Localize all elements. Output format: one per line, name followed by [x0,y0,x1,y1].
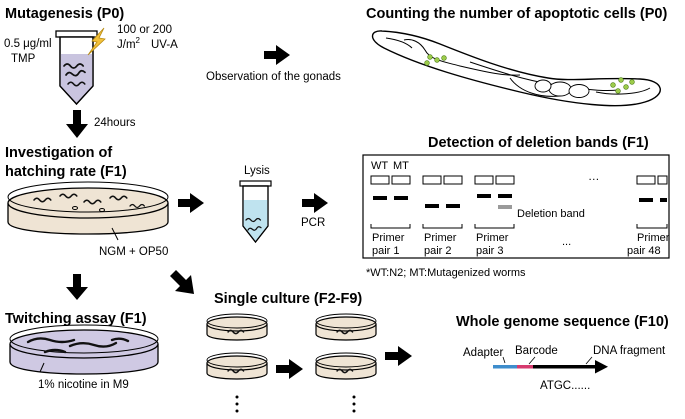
tmp-label: TMP [11,53,36,65]
arrow-to-single-culture [170,270,194,294]
fragment-label: DNA fragment [593,345,666,357]
worm-gonad-illustration [371,30,661,107]
adapter-leader [502,356,506,364]
uv-dose-line1: 100 or 200 [117,24,172,36]
deletion-band-mark [498,205,512,209]
arrow-24hours [66,110,88,138]
ngm-plate-icon [7,181,169,235]
lysis-tube-icon [239,180,272,243]
uv-type-label: UV-A [151,39,178,51]
gel-frame [362,154,670,259]
nicotine-leader-line [39,362,45,373]
primer-word-2: Primer [424,232,457,244]
uv-lightning-icon [87,27,106,56]
arrow-culture-transfer [276,359,303,379]
uv-dose-exp: 2 [136,36,141,45]
primer-pair-3: pair 3 [476,245,504,257]
uv-dose-unit: J/m [117,39,136,51]
nicotine-plate-icon [9,324,159,375]
observation-label: Observation of the gonads [206,71,341,83]
primer-word-48: Primer [637,232,670,244]
tmp-dose-label: 0.5 μg/ml [4,38,52,50]
adapter-label: Adapter [463,347,503,359]
single-culture-title: Single culture (F2-F9) [214,291,362,307]
ngm-medium-label: NGM + OP50 [99,246,168,258]
arrow-to-twitching [66,274,88,300]
apoptosis-title: Counting the number of apoptotic cells (… [366,6,667,22]
uv-dose-unit-line: J/m2 [117,36,141,51]
gel-ellipsis: … [588,171,600,183]
deletion-band-label: Deletion band [517,208,585,220]
barcode-leader [528,356,536,365]
primer-pair-1: pair 1 [372,245,400,257]
gel-bands [373,194,667,209]
arrow-to-pcr [302,193,328,213]
hatching-title-line1: Investigation of [5,145,112,161]
hatching-title-line2: hatching rate (F1) [5,164,127,180]
primer-brackets [370,224,668,229]
nicotine-medium-label: 1% nicotine in M9 [38,379,129,391]
primer-word-1: Primer [372,232,405,244]
gel-wells [370,175,668,185]
deletion-footnote: *WT:N2; MT:Mutagenized worms [366,267,526,279]
barcode-label: Barcode [515,345,558,357]
single-culture-plates [206,313,377,380]
arrow-to-lysis [178,193,204,213]
wgs-title: Whole genome sequence (F10) [456,314,669,330]
primer-dots: ... [562,236,571,248]
fragment-leader [585,356,593,365]
dna-construct [493,360,608,374]
twitching-title: Twitching assay (F1) [5,311,147,327]
lane-mt-label: MT [393,160,409,172]
lane-wt-label: WT [371,160,388,172]
medium-leader-line [111,227,119,241]
mutagenesis-tube-icon [55,30,98,105]
deletion-title: Detection of deletion bands (F1) [428,135,649,151]
time-label: 24hours [94,117,136,129]
sequence-label: ATGC...... [540,380,590,392]
arrow-to-apoptosis [264,45,290,65]
pcr-label: PCR [301,217,325,229]
mutagenesis-title: Mutagenesis (P0) [5,6,124,22]
lysis-label: Lysis [244,165,270,177]
primer-pair-2: pair 2 [424,245,452,257]
primer-word-3: Primer [476,232,509,244]
continuation-dots [235,395,356,413]
arrow-to-wgs [385,346,412,366]
primer-pair-48: pair 48 [627,245,661,257]
